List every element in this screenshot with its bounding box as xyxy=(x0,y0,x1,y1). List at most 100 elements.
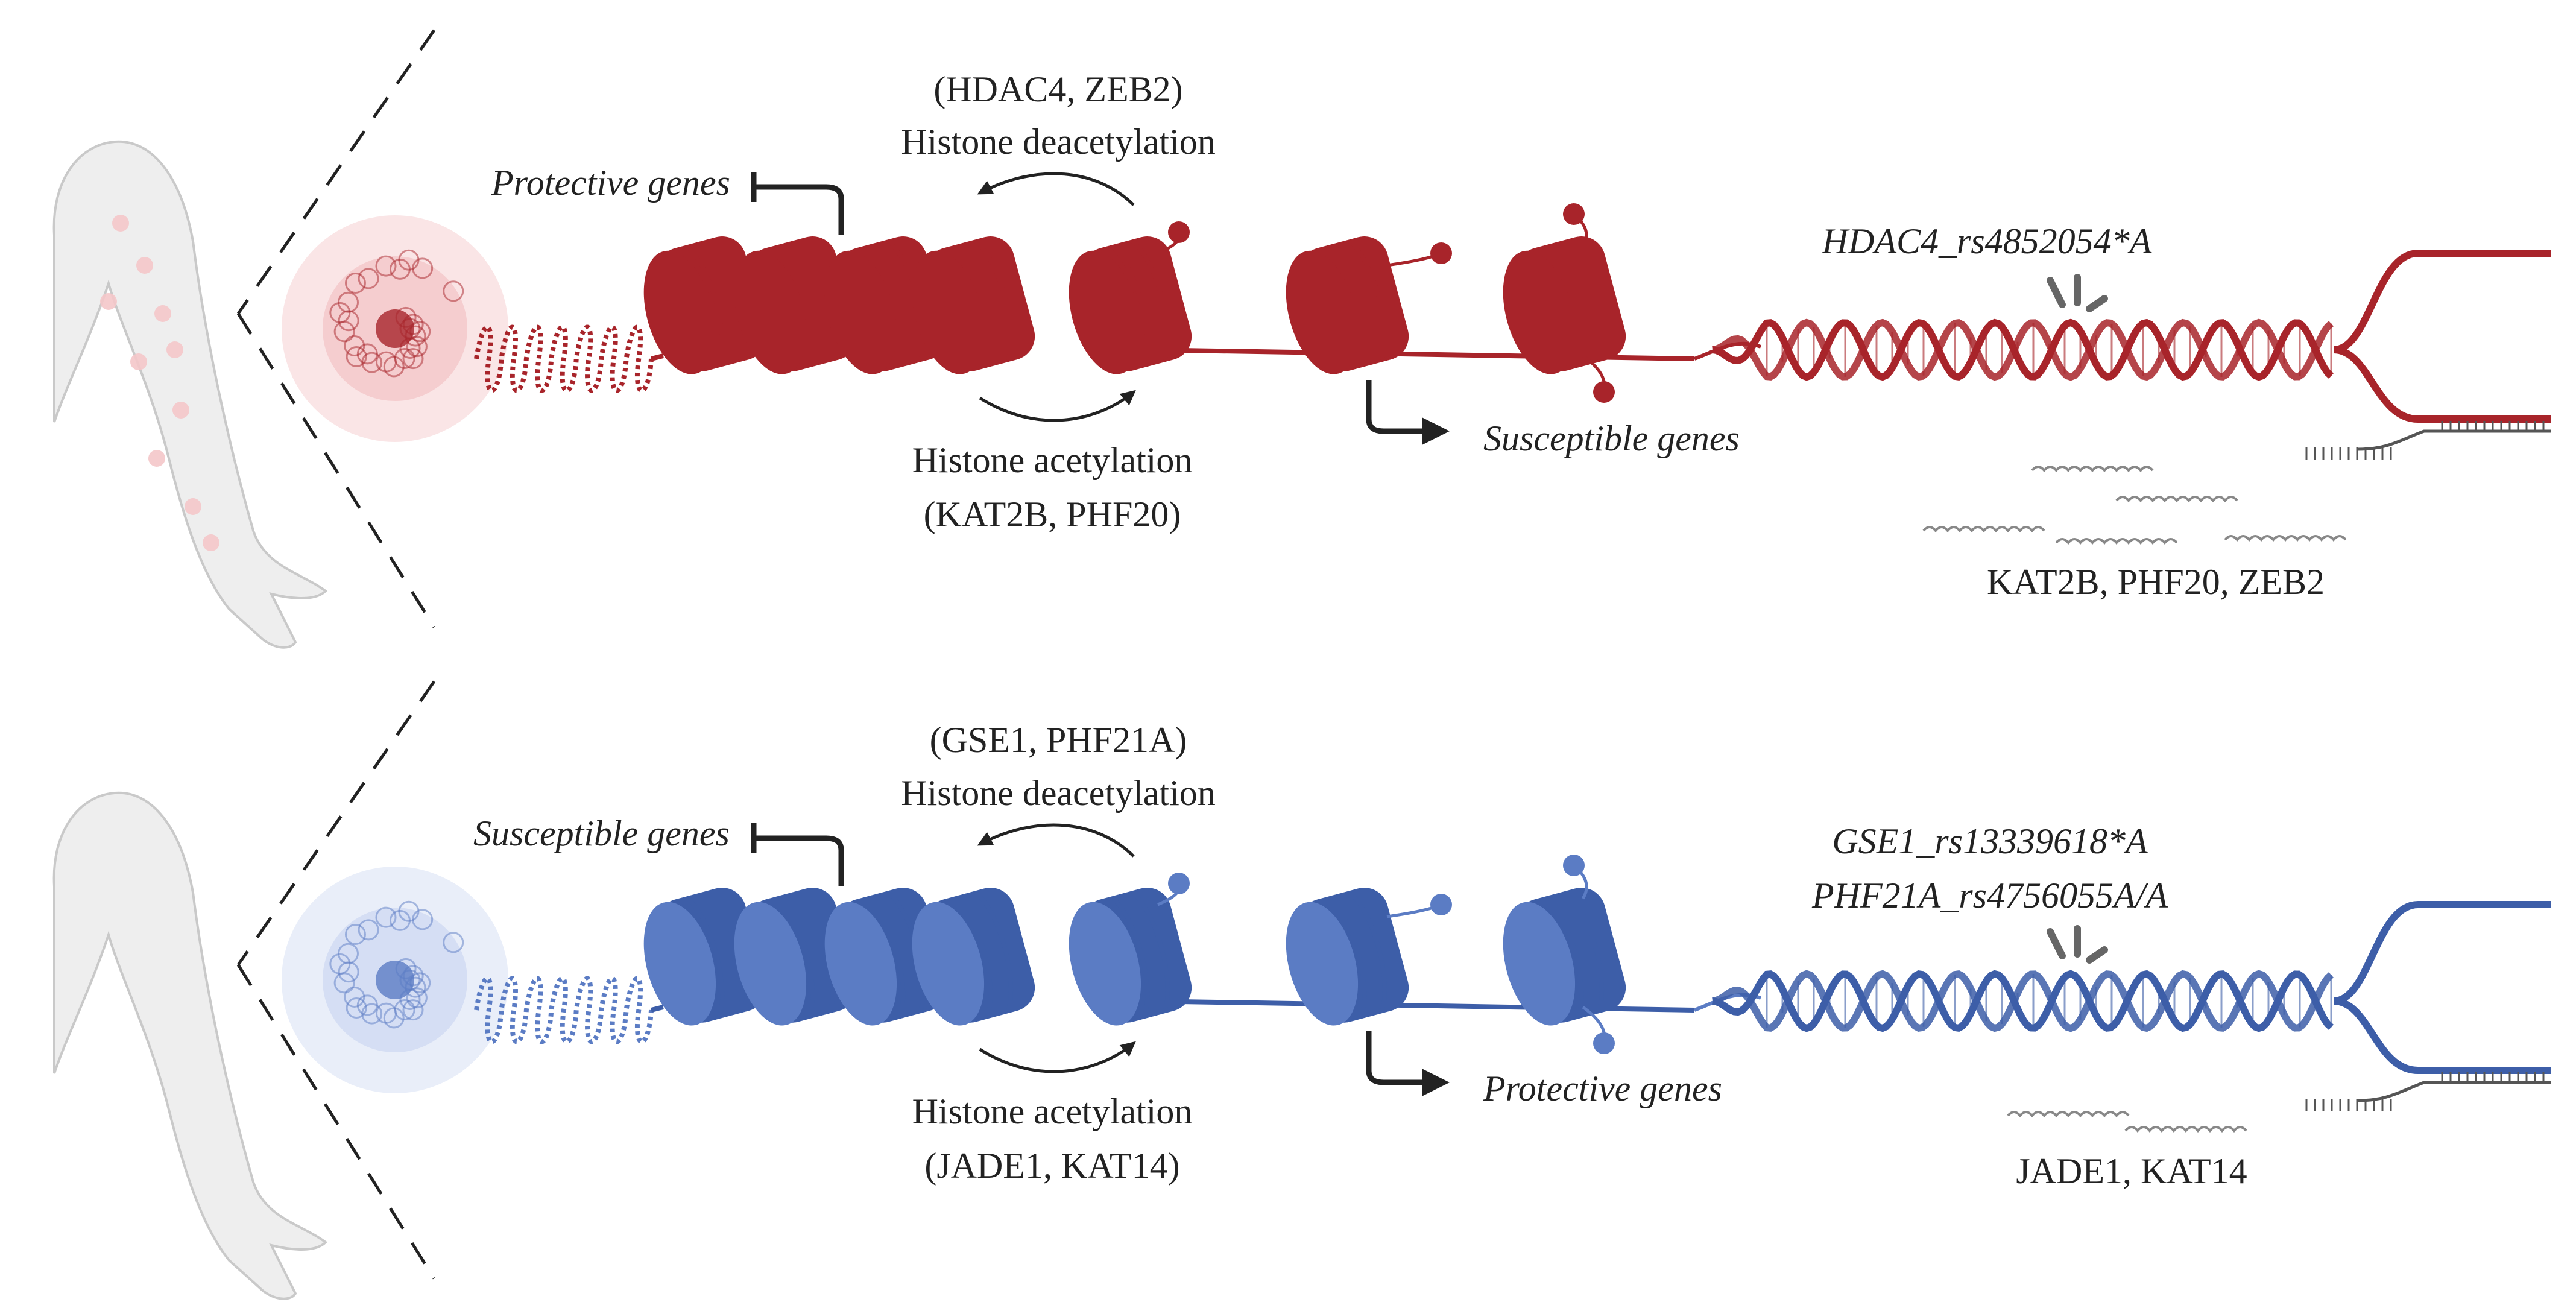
dna-wrap xyxy=(1565,239,1605,361)
skin-lesion xyxy=(166,341,183,358)
bottom-dashed-v xyxy=(236,680,436,1280)
chromatin-loop xyxy=(358,919,379,941)
ac-dot xyxy=(1168,873,1190,894)
top-rna-transcript xyxy=(1922,526,2045,533)
top-arm xyxy=(52,140,328,649)
arm-shape xyxy=(52,791,328,1300)
snp-mark xyxy=(2086,295,2108,312)
top-activation-arrow xyxy=(1366,380,1450,445)
fork-lower-strand xyxy=(2333,346,2551,423)
dna-wrap xyxy=(1348,239,1387,361)
snp-mark xyxy=(2086,946,2108,964)
skin-lesion xyxy=(172,402,189,419)
top-acetylation-label: Histone acetylation xyxy=(912,440,1193,480)
top-deacetylation-arrow xyxy=(977,172,1135,206)
chromatin-loop xyxy=(344,272,366,294)
chromatin-loop xyxy=(394,999,415,1020)
bottom-transcripts-label: JADE1, KAT14 xyxy=(2016,1151,2247,1191)
chromatin-loop xyxy=(375,906,397,928)
histone-face xyxy=(643,902,716,1026)
dashed-line-upper xyxy=(236,29,436,315)
skin-lesion xyxy=(185,498,201,515)
dna-wrap xyxy=(1111,896,1150,1018)
dna-wrap xyxy=(974,239,1014,361)
chromatin-loop xyxy=(346,997,367,1019)
chromatin-loop xyxy=(394,347,415,369)
dna-wrap xyxy=(954,896,993,1018)
histone-face xyxy=(1503,902,1576,1026)
top-deacetylation-label: Histone deacetylation xyxy=(901,122,1216,162)
histone-face xyxy=(734,902,807,1026)
dna-wrap xyxy=(776,245,815,367)
top-transcripts-label: KAT2B, PHF20, ZEB2 xyxy=(1986,562,2325,602)
top-snp-label: HDAC4_rs4852054*A xyxy=(1822,221,2152,261)
dashed-line-lower xyxy=(236,964,436,1280)
histone-face xyxy=(734,250,807,374)
histone-face xyxy=(912,902,985,1026)
dna-strand xyxy=(1712,318,2334,381)
chromatin-loop xyxy=(344,986,365,1008)
dna-strand xyxy=(1712,970,2334,1032)
bottom-replication-fork xyxy=(2305,901,2551,1111)
dna-wrap xyxy=(974,891,1014,1013)
dna-wrap xyxy=(1545,245,1584,367)
top-ac-tag xyxy=(1563,203,1588,248)
chromatin-loop xyxy=(398,249,420,271)
bottom-chromatin-fiber xyxy=(474,976,654,1044)
dna-wrap xyxy=(1111,245,1150,367)
bottom-deacetylation-arrow xyxy=(977,823,1135,858)
dna-wrap xyxy=(776,896,815,1018)
skin-lesion xyxy=(112,215,129,232)
bottom-snp-label-2: PHF21A_rs4756055A/A xyxy=(1812,876,2168,915)
ac-dot xyxy=(1430,242,1452,264)
top-acetylation-arrow xyxy=(979,390,1136,422)
bottom-snp-label-1: GSE1_rs13339618*A xyxy=(1832,821,2148,861)
ac-dot xyxy=(1593,381,1615,403)
skin-lesion xyxy=(148,450,165,467)
bottom-deacetylation-label: Histone deacetylation xyxy=(901,773,1216,813)
dna-wrap xyxy=(686,245,725,367)
nucleolus xyxy=(376,309,414,348)
histone-face xyxy=(1069,250,1141,374)
dna-strand xyxy=(1712,970,2334,1032)
histone-face xyxy=(1069,902,1141,1026)
bottom-arm xyxy=(52,791,328,1300)
dna-wrap xyxy=(1131,891,1170,1013)
histone-face xyxy=(1286,250,1359,374)
top-deacetylation-genes: (HDAC4, ZEB2) xyxy=(933,69,1183,109)
histone-face xyxy=(643,250,716,374)
chromatin-loop xyxy=(406,336,428,358)
bottom-nucleosome-ac xyxy=(1286,888,1409,1026)
histone-face xyxy=(824,902,897,1026)
bottom-rna-transcript xyxy=(2007,1111,2130,1118)
bottom-activation-arrow xyxy=(1366,1031,1450,1096)
histone-face xyxy=(1503,250,1576,374)
chromatin-loop xyxy=(383,1007,405,1029)
chromatin-loop xyxy=(402,999,424,1021)
bottom-deacetylation-genes: (GSE1, PHF21A) xyxy=(929,720,1187,760)
bottom-ac-tag xyxy=(1563,855,1588,900)
top-nucleosome-ac xyxy=(1503,236,1626,374)
chromatin-loop xyxy=(406,987,428,1009)
chromatin-loop xyxy=(361,352,383,373)
histone-face xyxy=(912,250,985,374)
dna-wrap xyxy=(867,245,906,367)
ac-dot xyxy=(1563,203,1585,225)
bottom-repressed-genes: Susceptible genes xyxy=(473,814,730,853)
ac-dot xyxy=(1168,221,1190,243)
chromatin-loop xyxy=(398,900,420,922)
top-double-helix xyxy=(1712,318,2334,381)
bottom-double-helix xyxy=(1712,970,2334,1032)
top-dashed-v xyxy=(236,29,436,628)
chromatin-loop xyxy=(329,953,351,975)
bottom-nucleosome-ac xyxy=(1503,888,1626,1026)
skin-lesion xyxy=(203,534,219,551)
chromatin-loop xyxy=(443,280,464,302)
top-condensed-nucleosome xyxy=(912,236,1035,374)
ac-dot xyxy=(1593,1032,1615,1054)
top-expressed-genes: Susceptible genes xyxy=(1483,419,1740,458)
top-nucleosome-ac xyxy=(1286,236,1409,374)
dna-wrap xyxy=(867,896,906,1018)
chromatin-loop xyxy=(402,348,424,370)
primer-strand xyxy=(2357,1081,2551,1102)
